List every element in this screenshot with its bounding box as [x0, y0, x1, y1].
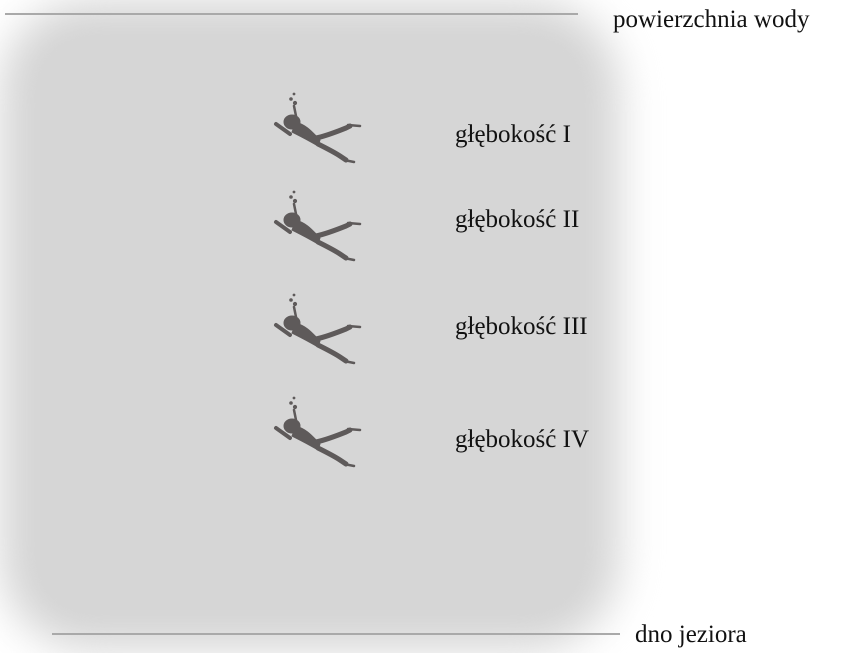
scuba-diver-icon — [268, 396, 364, 468]
scuba-diver-icon — [268, 190, 364, 262]
lake-bottom-line — [52, 633, 620, 635]
depth-label-3: głębokość III — [455, 313, 588, 340]
water-column — [30, 30, 590, 620]
water-surface-line — [5, 13, 578, 15]
water-surface-label: powierzchnia wody — [613, 6, 810, 33]
depth-label-2: głębokość II — [455, 206, 580, 233]
depth-label-1: głębokość I — [455, 121, 571, 148]
scuba-diver-icon — [268, 92, 364, 164]
depth-label-4: głębokość IV — [455, 426, 589, 453]
lake-bottom-label: dno jeziora — [635, 621, 747, 648]
scuba-diver-icon — [268, 293, 364, 365]
